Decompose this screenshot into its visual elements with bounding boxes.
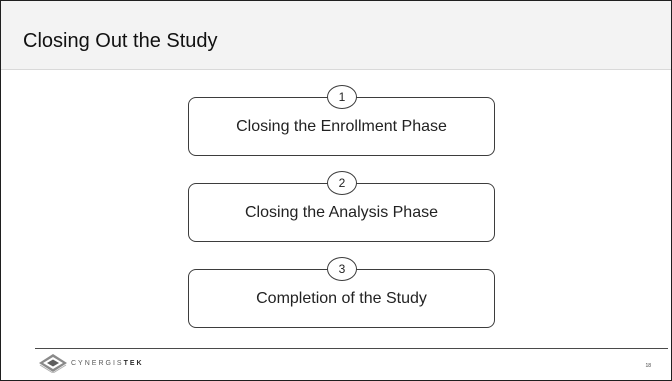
step-card-1: 1 Closing the Enrollment Phase [188,85,495,156]
step-label: Closing the Analysis Phase [245,204,438,221]
slide-title: Closing Out the Study [23,30,218,52]
page-number: 18 [645,363,651,369]
step-label: Completion of the Study [256,290,427,307]
step-number-badge: 1 [327,85,357,109]
logo-wordmark: CYNERGISTEK [71,360,144,367]
step-card-3: 3 Completion of the Study [188,257,495,328]
cynergistek-logo-mark-icon [39,354,67,373]
step-card-2: 2 Closing the Analysis Phase [188,171,495,242]
step-label: Closing the Enrollment Phase [236,118,447,135]
logo-wordmark-light: CYNERGIS [71,359,124,367]
company-logo: CYNERGISTEK [38,353,144,373]
step-number-badge: 2 [327,171,357,195]
step-number-badge: 3 [327,257,357,281]
logo-wordmark-bold: TEK [123,359,144,367]
slide-header: Closing Out the Study [1,1,671,70]
footer-divider [35,348,668,349]
